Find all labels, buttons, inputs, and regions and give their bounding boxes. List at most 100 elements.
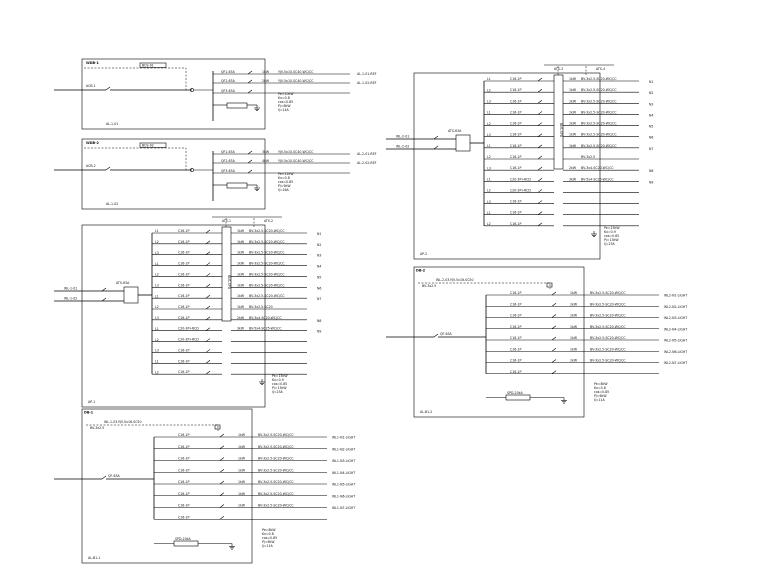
branch-breaker-label: QF3-63A (221, 169, 236, 173)
branch-phase: L3 (487, 133, 491, 137)
breaker-contact (551, 359, 557, 363)
breaker-contact (551, 348, 557, 352)
breaker-contact (247, 79, 253, 84)
branch-code: 1kW (238, 504, 246, 508)
branch-cable-label: BV-3x2.5-SC20-WC/CC (581, 144, 617, 148)
branch-phase: L2 (155, 273, 159, 277)
breaker-contact (205, 294, 211, 299)
load-note: Pj=6kW (594, 394, 607, 398)
branch-cable-label: BV-3x4-SC20-WC/CC (581, 166, 614, 170)
load-note: Kx=0.8 (278, 176, 290, 180)
branch-cable-label: BV-3x2.5-SC20-WC/CC (581, 122, 617, 126)
branch-cable-label: BV-3x2.5-SC20-WC/CC (249, 251, 285, 255)
incoming-a-label: WL-1-01 (64, 287, 77, 291)
incoming-b-label: WL-2-02 (396, 145, 409, 149)
branch-breaker-label: C16-1P (510, 166, 521, 170)
breaker-contact (551, 370, 557, 374)
branch-phase: L1 (155, 359, 159, 363)
branch-breaker-label: C16-1P (510, 88, 521, 92)
load-note: Pe=15kW (272, 374, 288, 378)
branch-code: 2kW (569, 166, 577, 170)
incoming-b-label: WL-1-02 (64, 297, 77, 301)
branch-code: 3kW (262, 150, 270, 154)
branch-breaker-label: C20-3P+RCD (510, 177, 531, 181)
breaker-contact (551, 303, 557, 307)
branch-destination: N8 (649, 169, 653, 173)
branch-phase: L2 (155, 338, 159, 342)
ats-label: ATS-63A (116, 281, 130, 285)
branch-destination: WL2-N4-LIGHT (664, 327, 687, 331)
branch-destination: N7 (649, 147, 653, 151)
branch-code: 1kW (570, 359, 578, 363)
load-note: Pj=13kW (272, 386, 287, 390)
branch-breaker-label: C16-1P (510, 291, 521, 295)
branch-destination: N5 (317, 275, 321, 279)
branch-breaker-label: C16-1P (178, 370, 189, 374)
load-note: Ij=16A (278, 188, 290, 192)
branch-code: 1kW (570, 302, 578, 306)
branch-phase: L2 (487, 155, 491, 159)
branch-code: 1kW (570, 291, 578, 295)
branch-code: 3kW (237, 327, 245, 331)
load-note: Ij=11A (594, 398, 606, 402)
panel-header-label: WDB-2 (86, 141, 100, 145)
branch-code: 1kW (238, 480, 246, 484)
branch-cable-label: BV-3x2.5 (581, 155, 595, 159)
breaker-contact (537, 77, 543, 82)
branch-cable-label: BV-3x2.5-SC20-WC/CC (258, 468, 294, 472)
breaker-contact (537, 211, 543, 215)
breaker-contact (205, 338, 211, 342)
branch-cable-label: BV-3x2.5-SC20-WC/CC (258, 445, 294, 449)
branch-code: 1kW (238, 468, 246, 472)
branch-phase: L3 (155, 316, 159, 320)
panel-footer-label: AL-B1-2 (420, 410, 432, 414)
enclosure-dash (84, 147, 187, 172)
branch-destination: WL2-N2-LIGHT (664, 305, 687, 309)
panel-header-label: WDB-1 (86, 61, 100, 65)
branch-breaker-label: C16-1P (510, 222, 521, 226)
breaker-contact (219, 457, 225, 461)
incoming-breaker-label: QF-63A (440, 332, 453, 336)
spd-box (505, 394, 531, 401)
branch-phase: L3 (487, 200, 491, 204)
branch-cable-label: BV-3x2.5-SC20-WC/CC (590, 314, 626, 318)
breaker-contact (205, 349, 211, 353)
branch-cable-label: BV-3x2.5-SC20-WC/CC (590, 325, 626, 329)
breaker-contact (105, 86, 111, 91)
ats-box (123, 286, 139, 304)
branch-phase: L1 (487, 77, 491, 81)
breaker-contact (205, 305, 211, 310)
load-note: Pe=8kW (262, 528, 276, 532)
breaker-contact (537, 222, 543, 227)
branch-breaker-label: C16-1P (178, 348, 189, 352)
branch-destination: N2 (317, 243, 321, 247)
breaker-contact (433, 145, 439, 150)
breaker-contact (537, 155, 543, 160)
breaker-contact (537, 189, 543, 193)
load-note: Pe=8kW (594, 382, 608, 386)
branch-cable-label: BV-3x2.5-SC20-WC/CC (249, 294, 285, 298)
ats-box (455, 134, 471, 152)
breaker-contact (247, 70, 253, 75)
load-note: Pj=8kW (278, 104, 291, 108)
breaker-contact (205, 316, 211, 321)
branch-destination: N6 (649, 136, 653, 140)
branch-breaker-label: C16-1P (178, 433, 189, 437)
branch-breaker-label: C16-1P (178, 492, 189, 496)
panel-frame (81, 408, 253, 564)
branch-phase: L1 (155, 294, 159, 298)
branch-code: 1kW (262, 70, 270, 74)
breaker-contact (247, 159, 253, 164)
breaker-contact (433, 333, 439, 338)
incoming-a-label: WL-2-01 (396, 135, 409, 139)
load-note: Pe=15kW (604, 226, 620, 230)
branch-destination: N1 (649, 80, 653, 84)
ats-header-a: ATS-3 (554, 67, 563, 71)
branch-code: 1kW (237, 294, 245, 298)
branch-code: 1kW (569, 144, 577, 148)
branch-phase: L2 (487, 189, 491, 193)
